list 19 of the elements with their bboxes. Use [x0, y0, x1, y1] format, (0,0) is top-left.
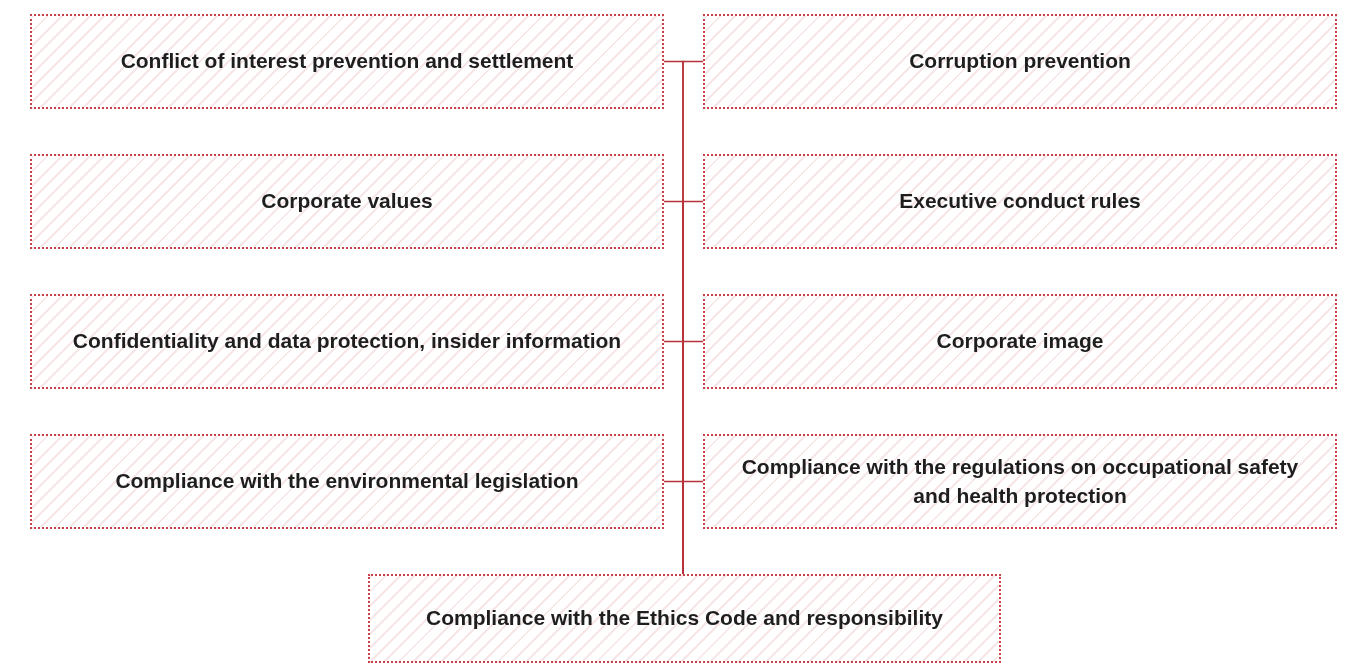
box-label: Compliance with the environmental legislation — [115, 468, 579, 495]
topic-box — [30, 14, 664, 109]
box-label: Corporate image — [936, 328, 1104, 355]
box-label: Compliance with the Ethics Code and responsibility — [426, 605, 943, 632]
topic-box — [703, 294, 1337, 389]
topic-box — [703, 14, 1337, 109]
topic-box — [30, 434, 664, 529]
topic-box — [703, 434, 1337, 529]
topic-box — [703, 154, 1337, 249]
connector-line — [682, 480, 704, 575]
topic-box — [30, 154, 664, 249]
box-label: Conflict of interest prevention and settlement — [120, 48, 574, 75]
box-label: Corporate values — [261, 188, 433, 215]
topic-box — [30, 294, 664, 389]
box-label: Corruption prevention — [909, 48, 1131, 75]
box-label: Confidentiality and data protection, insider information — [72, 328, 622, 355]
box-label: Compliance with the regulations on occupational safety and health protection — [740, 454, 1300, 509]
box-label: Executive conduct rules — [899, 188, 1141, 215]
topic-box — [368, 574, 1001, 663]
